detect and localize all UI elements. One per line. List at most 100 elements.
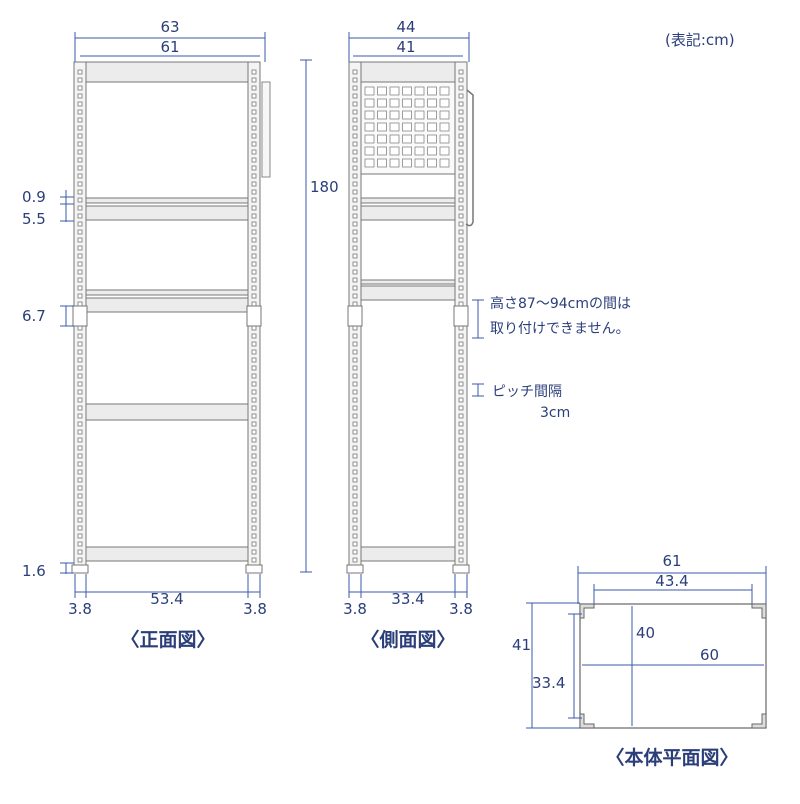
post-hole (458, 125, 464, 131)
post-hole (251, 141, 257, 147)
post-hole (352, 533, 358, 539)
post-hole (352, 229, 358, 235)
post-hole (77, 261, 83, 267)
side-right-joint (453, 305, 469, 327)
mesh-cell (439, 98, 450, 108)
post-hole (251, 365, 257, 371)
post-hole (77, 197, 83, 203)
post-hole (352, 197, 358, 203)
post-hole (458, 221, 464, 227)
side-restriction-note-line2: 取り付けできません。 (490, 321, 630, 337)
post-hole (352, 413, 358, 419)
side-shelf-3a (360, 279, 456, 285)
post-hole (458, 197, 464, 203)
post-hole (77, 485, 83, 491)
post-hole (458, 165, 464, 171)
post-hole (77, 421, 83, 427)
mesh-cell (439, 146, 450, 156)
post-hole (251, 181, 257, 187)
front-shelf-2b (85, 205, 249, 221)
post-hole (251, 277, 257, 283)
post-hole (77, 413, 83, 419)
post-hole (352, 269, 358, 275)
post-hole (77, 149, 83, 155)
post-hole (352, 237, 358, 243)
mesh-cell (427, 98, 437, 108)
post-hole (458, 213, 464, 219)
post-hole (458, 517, 464, 523)
side-right-post-holes (458, 69, 464, 563)
side-view: 44 41 180 高さ87〜94cmの間は 取り付けできません。 (300, 18, 631, 651)
post-hole (352, 213, 358, 219)
mesh-cell (389, 86, 400, 96)
post-hole (77, 469, 83, 475)
mesh-cell (402, 98, 412, 108)
post-hole (352, 549, 358, 555)
mesh-cell (439, 134, 450, 144)
side-left-joint (347, 305, 363, 327)
unit-note: (表記:cm) (665, 31, 735, 49)
plan-outer-depth-label: 41 (512, 636, 531, 654)
post-hole (352, 301, 358, 307)
post-hole (352, 373, 358, 379)
post-hole (458, 277, 464, 283)
front-view-title: 〈正面図〉 (120, 628, 215, 651)
post-hole (77, 165, 83, 171)
mesh-cell (389, 158, 400, 168)
post-hole (458, 173, 464, 179)
post-hole (458, 85, 464, 91)
post-hole (458, 293, 464, 299)
post-hole (458, 501, 464, 507)
post-hole (352, 109, 358, 115)
post-hole (251, 557, 257, 563)
post-hole (352, 325, 358, 331)
post-hole (77, 517, 83, 523)
mesh-cell (402, 86, 412, 96)
post-hole (458, 341, 464, 347)
post-hole (251, 109, 257, 115)
front-right-joint (246, 305, 262, 327)
post-hole (77, 77, 83, 83)
post-hole (458, 285, 464, 291)
mesh-cell (414, 146, 425, 156)
post-hole (251, 261, 257, 267)
post-hole (458, 141, 464, 147)
post-hole (352, 101, 358, 107)
post-hole (77, 253, 83, 259)
mesh-cell (402, 122, 412, 132)
post-hole (77, 461, 83, 467)
post-hole (352, 421, 358, 427)
post-hole (352, 485, 358, 491)
post-hole (352, 365, 358, 371)
side-view-title: 〈側面図〉 (360, 628, 455, 651)
post-hole (458, 365, 464, 371)
post-hole (458, 461, 464, 467)
post-hole (251, 357, 257, 363)
post-hole (77, 109, 83, 115)
post-hole (458, 397, 464, 403)
mesh-cell (364, 122, 375, 132)
mesh-cell (377, 110, 387, 120)
side-top-shelf (360, 61, 456, 83)
post-hole (77, 301, 83, 307)
mesh-cell (377, 98, 387, 108)
post-hole (352, 333, 358, 339)
side-mesh-grid (364, 86, 450, 168)
mesh-cell (427, 86, 437, 96)
post-hole (352, 125, 358, 131)
front-top-gap-label: 0.9 (22, 188, 46, 206)
post-hole (352, 381, 358, 387)
post-hole (251, 221, 257, 227)
post-hole (251, 213, 257, 219)
side-left-foot (346, 564, 364, 574)
mesh-cell (427, 146, 437, 156)
post-hole (77, 477, 83, 483)
post-hole (352, 501, 358, 507)
side-shelf-3b (360, 285, 456, 301)
post-hole (251, 189, 257, 195)
post-hole (458, 477, 464, 483)
mesh-cell (414, 98, 425, 108)
post-hole (77, 397, 83, 403)
plan-width-label: 60 (700, 646, 719, 664)
